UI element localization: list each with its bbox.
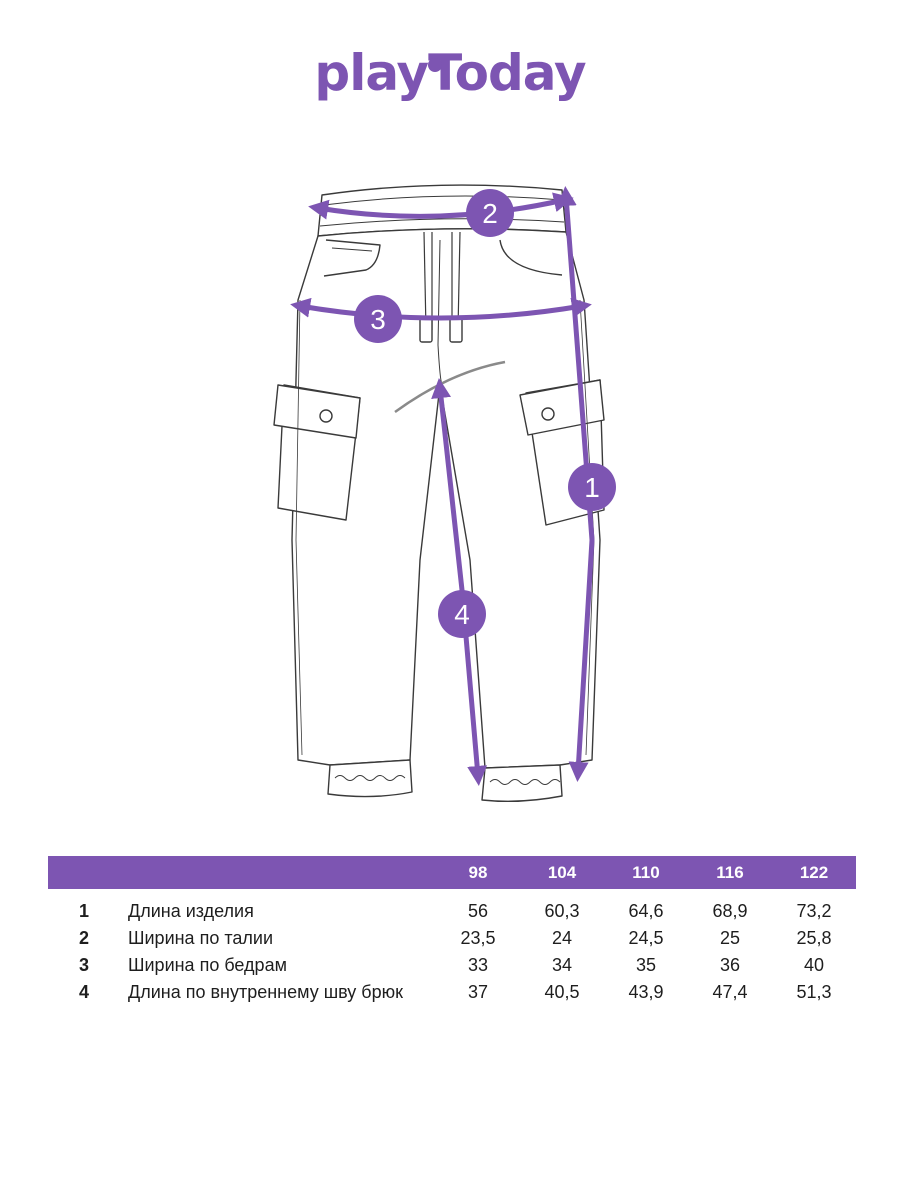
row-value: 37: [467, 982, 489, 1002]
marker-4: 4: [438, 590, 486, 638]
size-header-row: 98 104 110 116 122: [48, 856, 856, 889]
marker-2-label: 2: [482, 198, 498, 229]
header-empty-name: [120, 856, 436, 889]
pants-sketch: [273, 184, 605, 803]
size-table: 98 104 110 116 122 1 Длина изделия 56 60…: [48, 856, 856, 1003]
row-value: 24: [551, 928, 573, 948]
row-number: 4: [78, 982, 89, 1002]
row-value: 68,9: [712, 901, 748, 921]
row-name: Ширина по бедрам: [128, 955, 287, 975]
brand-logo-dot: [428, 58, 442, 72]
row-value: 33: [467, 955, 489, 975]
size-116: 116: [688, 856, 772, 889]
marker-3-label: 3: [370, 304, 386, 335]
row-value: 40: [803, 955, 825, 975]
row-value: 36: [719, 955, 741, 975]
table-row: 1 Длина изделия 56 60,3 64,6 68,9 73,2: [48, 889, 856, 922]
row-value: 23,5: [460, 928, 496, 948]
table-row: 4 Длина по внутреннему шву брюк 37 40,5 …: [48, 976, 856, 1003]
size-122: 122: [772, 856, 856, 889]
row-name: Длина изделия: [128, 901, 254, 921]
size-110: 110: [604, 856, 688, 889]
marker-1: 1: [568, 463, 616, 511]
brand-logo: playToday: [0, 48, 900, 98]
row-value: 34: [551, 955, 573, 975]
row-name: Ширина по талии: [128, 928, 273, 948]
row-value: 25: [719, 928, 741, 948]
row-value: 35: [635, 955, 657, 975]
marker-4-label: 4: [454, 599, 470, 630]
waist-line: [308, 192, 574, 220]
row-value: 73,2: [796, 901, 832, 921]
row-value: 43,9: [628, 982, 664, 1002]
header-empty-num: [48, 856, 120, 889]
row-value: 24,5: [628, 928, 664, 948]
row-number: 3: [78, 955, 89, 975]
size-104: 104: [520, 856, 604, 889]
pants-measurement-diagram: 2 3 1 4: [273, 184, 616, 803]
row-value: 60,3: [544, 901, 580, 921]
row-value: 51,3: [796, 982, 832, 1002]
row-number: 2: [78, 928, 89, 948]
hip-line: [290, 297, 592, 321]
marker-1-label: 1: [584, 472, 600, 503]
row-name: Длина по внутреннему шву брюк: [128, 982, 404, 1002]
row-value: 40,5: [544, 982, 580, 1002]
size-98: 98: [436, 856, 520, 889]
marker-3: 3: [354, 295, 402, 343]
row-value: 64,6: [628, 901, 664, 921]
row-value: 25,8: [796, 928, 832, 948]
brand-name: playToday: [314, 44, 586, 102]
length-line: [556, 186, 595, 782]
row-number: 1: [78, 901, 89, 921]
marker-2: 2: [466, 189, 514, 237]
table-row: 3 Ширина по бедрам 33 34 35 36 40: [48, 949, 856, 976]
table-row: 2 Ширина по талии 23,5 24 24,5 25 25,8: [48, 922, 856, 949]
row-value: 56: [467, 901, 489, 921]
row-value: 47,4: [712, 982, 748, 1002]
